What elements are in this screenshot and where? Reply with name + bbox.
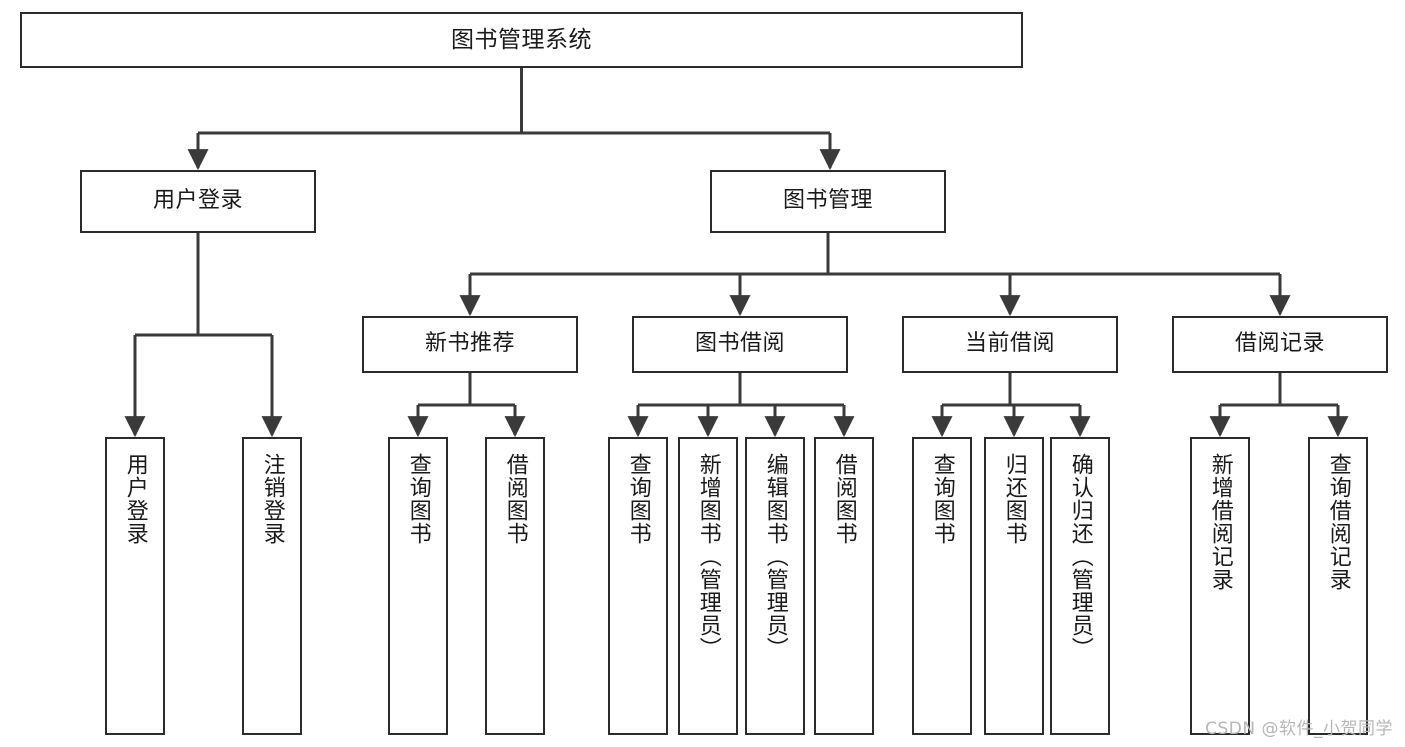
node-leaf-return-book[interactable]: 归还图书 [984, 437, 1044, 735]
node-book-borrow-label: 图书借阅 [694, 331, 785, 357]
node-leaf-edit-book-label: 编辑图书（管理员） [762, 453, 788, 660]
node-leaf-query-record-label: 查询借阅记录 [1325, 453, 1351, 591]
node-leaf-confirm-return-label: 确认归还（管理员） [1067, 453, 1093, 660]
node-current-borrow-label: 当前借阅 [964, 331, 1055, 357]
node-leaf-borrow-book-2-label: 借阅图书 [831, 453, 857, 545]
node-leaf-query-book-2[interactable]: 查询图书 [608, 437, 668, 735]
node-root-label: 图书管理系统 [451, 26, 592, 53]
node-leaf-edit-book[interactable]: 编辑图书（管理员） [745, 437, 805, 735]
watermark-text: CSDN @软件_小贺同学 [1205, 719, 1393, 739]
node-leaf-logout[interactable]: 注销登录 [242, 437, 302, 735]
node-borrow-record-label: 借阅记录 [1234, 331, 1325, 357]
node-leaf-query-book-2-label: 查询图书 [625, 453, 651, 545]
node-leaf-return-book-label: 归还图书 [1001, 453, 1027, 545]
node-leaf-borrow-book-1[interactable]: 借阅图书 [485, 437, 545, 735]
node-new-book-recommend[interactable]: 新书推荐 [362, 316, 578, 373]
node-leaf-user-login[interactable]: 用户登录 [105, 437, 165, 735]
node-book-manage-label: 图书管理 [782, 188, 873, 214]
node-current-borrow[interactable]: 当前借阅 [902, 316, 1118, 373]
node-user-login-label: 用户登录 [152, 188, 243, 214]
node-leaf-add-record-label: 新增借阅记录 [1207, 453, 1233, 591]
node-leaf-query-record[interactable]: 查询借阅记录 [1308, 437, 1368, 735]
node-leaf-add-book-label: 新增图书（管理员） [695, 453, 721, 660]
node-book-borrow[interactable]: 图书借阅 [632, 316, 848, 373]
node-leaf-borrow-book-2[interactable]: 借阅图书 [814, 437, 874, 735]
node-leaf-query-book-3-label: 查询图书 [929, 453, 955, 545]
node-leaf-user-login-label: 用户登录 [122, 453, 148, 545]
node-borrow-record[interactable]: 借阅记录 [1172, 316, 1388, 373]
node-leaf-borrow-book-1-label: 借阅图书 [502, 453, 528, 545]
node-new-book-recommend-label: 新书推荐 [424, 331, 515, 357]
node-user-login[interactable]: 用户登录 [80, 170, 316, 233]
node-leaf-add-book[interactable]: 新增图书（管理员） [678, 437, 738, 735]
node-leaf-query-book-3[interactable]: 查询图书 [912, 437, 972, 735]
node-leaf-logout-label: 注销登录 [259, 453, 285, 545]
node-leaf-query-book-1[interactable]: 查询图书 [388, 437, 448, 735]
node-root[interactable]: 图书管理系统 [20, 12, 1023, 68]
node-leaf-add-record[interactable]: 新增借阅记录 [1190, 437, 1250, 735]
node-leaf-query-book-1-label: 查询图书 [405, 453, 431, 545]
node-leaf-confirm-return[interactable]: 确认归还（管理员） [1050, 437, 1110, 735]
node-book-manage[interactable]: 图书管理 [710, 170, 946, 233]
